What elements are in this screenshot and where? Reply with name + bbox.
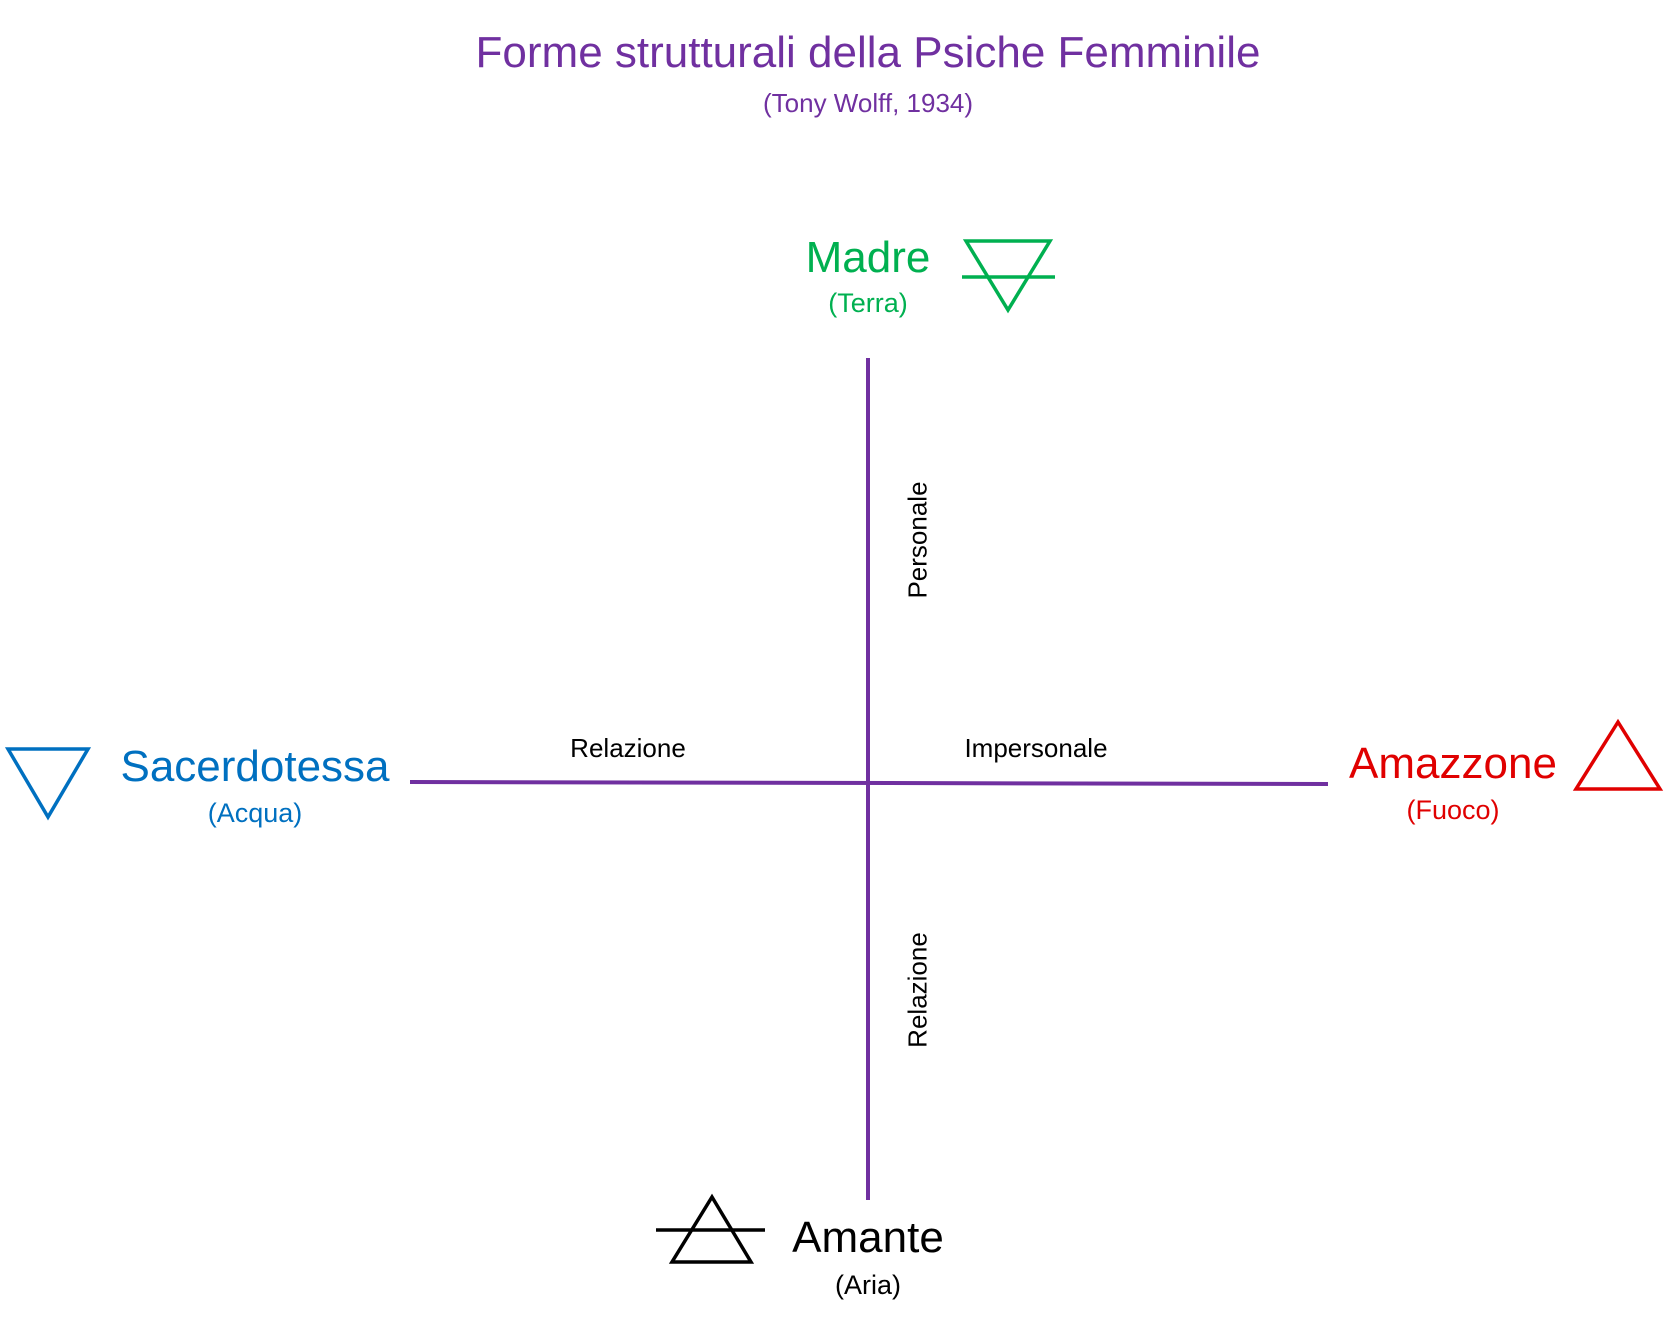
node-amante-element: (Aria) (835, 1270, 901, 1300)
water-symbol-icon (4, 747, 92, 821)
fire-symbol-icon (1572, 718, 1664, 791)
diagram-title: Forme strutturali della Psiche Femminile (475, 28, 1261, 77)
axis-label-top: Personale (902, 481, 933, 599)
axis-label-left: Relazione (570, 733, 686, 763)
node-amazzone-name: Amazzone (1349, 739, 1557, 788)
air-symbol-icon (656, 1193, 765, 1264)
axis-label-bottom: Relazione (902, 932, 933, 1048)
node-madre-element: (Terra) (828, 288, 908, 318)
node-amazzone-element: (Fuoco) (1406, 795, 1500, 825)
node-sacerdotessa-element: (Acqua) (207, 798, 303, 828)
node-sacerdotessa-name: Sacerdotessa (120, 742, 390, 791)
axis-label-right: Impersonale (964, 733, 1108, 763)
earth-symbol-icon (962, 239, 1055, 314)
node-madre-name: Madre (805, 233, 931, 282)
diagram-subtitle: (Tony Wolff, 1934) (762, 88, 974, 118)
horizontal-axis (409, 780, 1329, 786)
node-amante-name: Amante (792, 1213, 944, 1262)
